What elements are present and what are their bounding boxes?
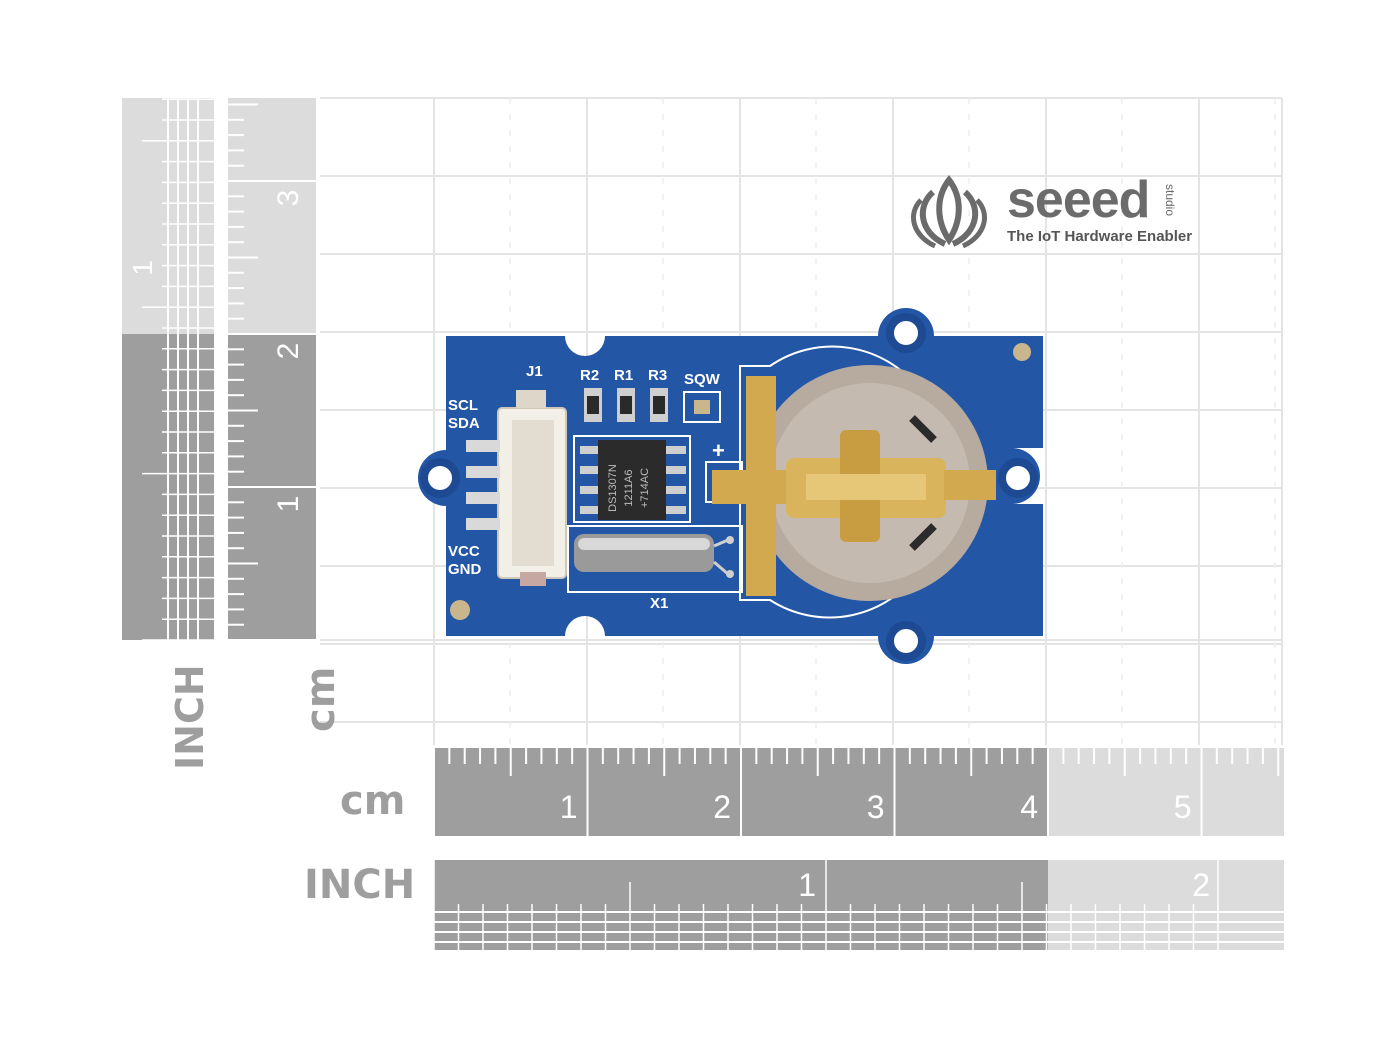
horizontal-inch-ruler: 1 2	[434, 860, 1284, 950]
horizontal-inch-number-1: 1	[798, 867, 816, 903]
mount-hole-top	[886, 313, 926, 353]
mount-hole-bottom	[886, 621, 926, 661]
silk-vcc: VCC	[448, 543, 480, 560]
silk-scl: SCL	[448, 397, 478, 414]
crystal-x1	[574, 534, 734, 578]
silk-sqw: SQW	[684, 371, 721, 388]
mount-hole-right	[998, 458, 1038, 498]
via-pad-bottom-left	[450, 600, 470, 620]
resistors	[584, 388, 668, 422]
logo-brand: seeed	[1007, 171, 1150, 229]
horizontal-cm-number: 5	[1174, 789, 1192, 825]
silk-sda: SDA	[448, 415, 480, 432]
chip-line-1: DS1307N	[607, 464, 619, 512]
sqw-pad	[694, 400, 710, 414]
vertical-cm-number-1: 1	[272, 496, 305, 513]
horizontal-cm-ruler: 1 2 3 4 5	[434, 748, 1284, 836]
chip-line-3: +714AC	[639, 468, 651, 508]
sqw-pad-outline	[683, 391, 721, 423]
logo-tagline: The IoT Hardware Enabler	[1007, 228, 1193, 245]
silk-x1: X1	[650, 595, 668, 612]
silk-r2: R2	[580, 367, 599, 384]
seeed-logo: seeed studio The IoT Hardware Enabler	[905, 170, 1205, 250]
horizontal-cm-number: 1	[560, 789, 578, 825]
silk-j1: J1	[526, 363, 543, 380]
chip-line-2: 1211A6	[623, 469, 635, 506]
seeed-flame-icon	[911, 175, 987, 249]
vertical-inch-number-1: 1	[127, 260, 158, 276]
grove-connector-latch	[516, 390, 546, 408]
horizontal-cm-number: 2	[713, 789, 731, 825]
silk-gnd: GND	[448, 561, 482, 578]
vertical-cm-number-2: 2	[272, 343, 305, 360]
horizontal-inch-number-2: 2	[1192, 867, 1210, 903]
silk-plus: +	[712, 438, 725, 463]
silk-r3: R3	[648, 367, 667, 384]
battery-holder	[712, 345, 996, 619]
horizontal-cm-number: 4	[1020, 789, 1038, 825]
horizontal-cm-number: 3	[867, 789, 885, 825]
vertical-cm-number-3: 3	[272, 190, 305, 207]
vertical-inch-ruler: 1	[122, 98, 214, 640]
horizontal-cm-label: cm	[340, 778, 406, 824]
vertical-cm-ruler: 3 2 1	[228, 98, 316, 640]
silk-r1: R1	[614, 367, 633, 384]
mount-hole-left	[420, 458, 460, 498]
ic-ds1307: 1211A6 DS1307N +714AC	[580, 440, 686, 520]
grove-connector-slot	[512, 420, 554, 566]
grove-pins	[466, 440, 500, 530]
horizontal-inch-label: INCH	[304, 862, 416, 908]
via-pad-top-right	[1013, 343, 1031, 361]
